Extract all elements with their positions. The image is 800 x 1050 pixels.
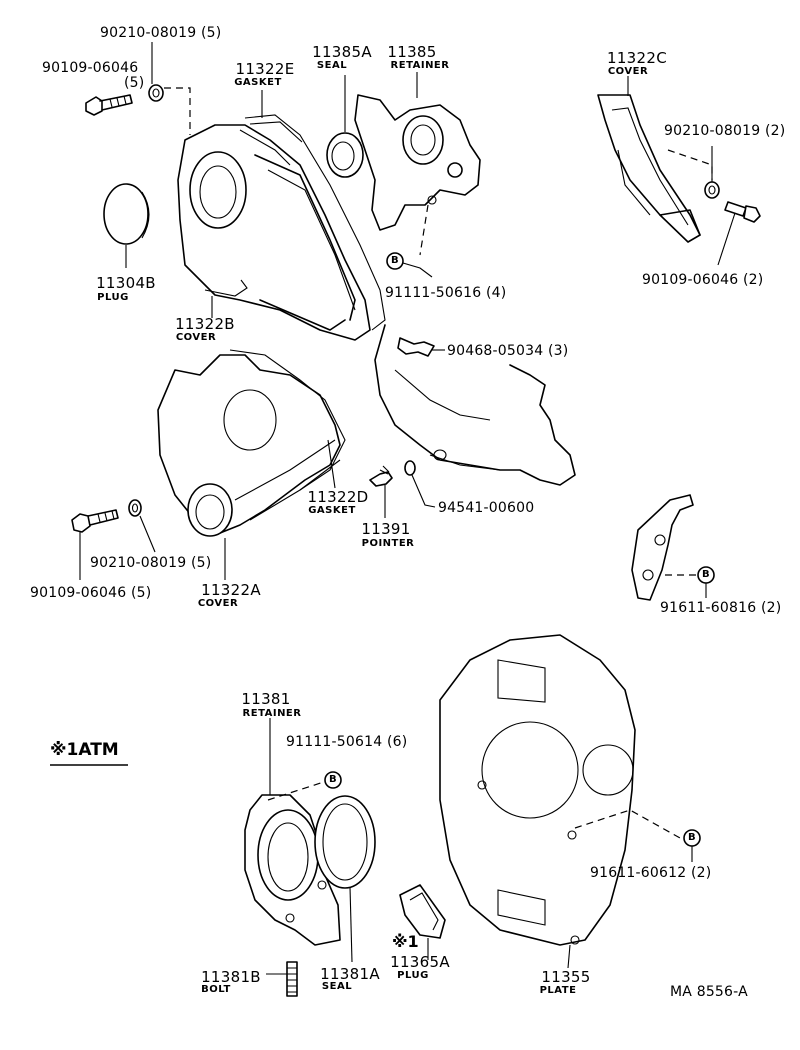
label-11381B: 11381B: [201, 968, 261, 986]
label-11381A-name: SEAL: [321, 981, 353, 992]
label-11322B: 11322B: [175, 315, 235, 333]
cover-11322B: [177, 124, 371, 341]
atm-note: ※1ATM: [50, 740, 119, 760]
bolt-90109-06046-mid: [71, 509, 119, 533]
label-11365A-prefix: ※1: [392, 932, 419, 951]
marker-b-label-4: B: [688, 832, 697, 843]
label-90109-06046-top-qty: (5): [124, 75, 145, 91]
cover-11322A: [157, 354, 341, 537]
label-90210-08019-top: 90210-08019 (5): [100, 25, 222, 41]
bolt-11381B: [286, 961, 298, 997]
label-94541-00600: 94541-00600: [438, 500, 535, 516]
label-90109-06046-mid: 90109-06046 (5): [30, 585, 152, 601]
label-11381: 11381: [241, 690, 291, 708]
marker-b-label-1: B: [391, 255, 400, 266]
label-11381B-name: BOLT: [201, 984, 231, 995]
label-11365A: 11365A: [390, 953, 450, 971]
marker-b-label-2: B: [702, 569, 711, 580]
label-91111-50614: 91111-50614 (6): [286, 734, 408, 750]
plug-11304B: [103, 183, 150, 245]
label-11304B-name: PLUG: [97, 292, 129, 303]
seal-11381A: [314, 795, 376, 889]
label-90210-08019-mid: 90210-08019 (5): [90, 555, 212, 571]
label-90210-08019-right: 90210-08019 (2): [664, 123, 786, 139]
bolt-90109-06046-top: [85, 94, 133, 116]
label-91611-60612: 91611-60612 (2): [590, 865, 712, 881]
plug-11365A: [399, 884, 446, 939]
label-11355: 11355: [541, 968, 591, 986]
label-11322E: 11322E: [235, 60, 295, 78]
retainer-11381: [244, 794, 341, 946]
label-11304B: 11304B: [96, 274, 156, 292]
label-11381A: 11381A: [320, 965, 380, 983]
label-11322C: 11322C: [607, 49, 667, 67]
label-11385-name: RETAINER: [390, 60, 450, 71]
label-91111-50616: 91111-50616 (4): [385, 285, 507, 301]
label-11322E-name: GASKET: [234, 77, 282, 88]
gasket-11322E: [244, 114, 386, 331]
cover-11322C: [597, 94, 701, 243]
seal-11385A: [326, 132, 364, 178]
washer-90210-08019-top: [148, 84, 164, 102]
label-11355-name: PLATE: [539, 985, 577, 996]
plate-11355: [439, 634, 636, 946]
gasket-11322D: [229, 349, 346, 491]
label-11385: 11385: [387, 43, 437, 61]
label-11391-name: POINTER: [361, 538, 415, 549]
washer-94541-00600: [404, 460, 416, 476]
washer-90210-08019-mid: [128, 499, 142, 517]
diagram-code: MA 8556-A: [670, 984, 748, 1000]
label-11322C-name: COVER: [607, 66, 649, 77]
label-11322D-name: GASKET: [308, 505, 356, 516]
label-91611-60816: 91611-60816 (2): [660, 600, 782, 616]
label-11322B-name: COVER: [175, 332, 217, 343]
label-11385A-name: SEAL: [316, 60, 348, 71]
label-90109-06046-right: 90109-06046 (2): [642, 272, 764, 288]
label-90109-06046-top: 90109-06046: [42, 60, 139, 76]
clip-90468-05034: [397, 337, 435, 357]
label-11365A-name: PLUG: [397, 970, 429, 981]
pointer-11391: [369, 465, 393, 487]
label-11381-name: RETAINER: [242, 708, 302, 719]
marker-b-91111-50614: [324, 771, 342, 789]
label-11322D: 11322D: [307, 488, 369, 506]
retainer-11385: [354, 94, 481, 231]
marker-b-91111-50616: [386, 252, 404, 270]
label-11385A: 11385A: [312, 43, 372, 61]
label-90468-05034: 90468-05034 (3): [447, 343, 569, 359]
marker-b-label-3: B: [329, 774, 338, 785]
washer-90210-08019-right: [704, 181, 720, 199]
label-11391: 11391: [361, 520, 411, 538]
label-11322A: 11322A: [201, 581, 261, 599]
label-11322A-name: COVER: [197, 598, 239, 609]
bolt-90109-06046-right: [724, 201, 761, 223]
bracket-91611-60816: [631, 494, 694, 601]
engine-block-outline: [374, 324, 576, 486]
